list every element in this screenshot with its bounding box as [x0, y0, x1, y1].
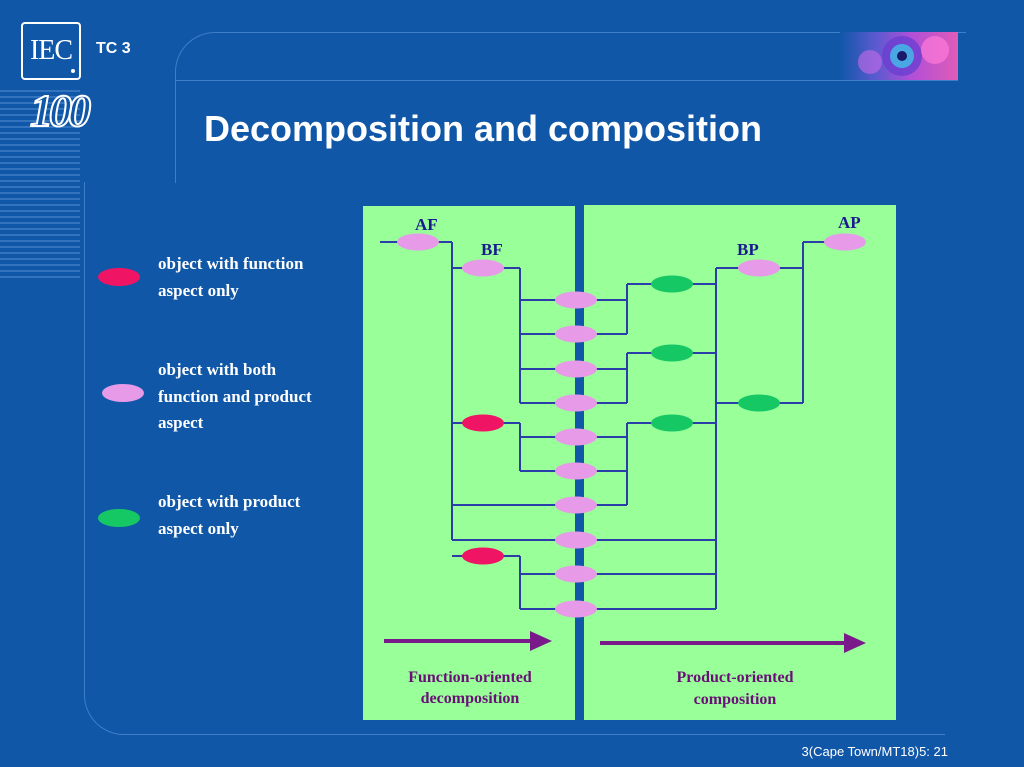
- node-product: [651, 275, 693, 293]
- node-bf: [462, 259, 504, 277]
- label-ap: AP: [838, 213, 861, 232]
- bottom-left-line-1: Function-oriented: [408, 669, 532, 686]
- header-art-shapes: [858, 36, 949, 76]
- node-product: [651, 344, 693, 362]
- page-title: Decomposition and composition: [204, 108, 763, 149]
- node-both: [555, 600, 597, 618]
- legend-product-line-1: object with product: [158, 492, 301, 511]
- legend-both-line-1: object with both: [158, 360, 277, 379]
- legend-text-function: object with function aspect only: [158, 251, 303, 304]
- node-af: [397, 233, 439, 251]
- legend-dot-function: [98, 268, 140, 286]
- node-both: [555, 428, 597, 446]
- legend-dot-both: [102, 384, 144, 402]
- bottom-right-line-1: Product-oriented: [676, 669, 793, 686]
- legend-function-line-2: aspect only: [158, 280, 239, 300]
- arrow-right: [600, 633, 866, 653]
- node-both: [555, 462, 597, 480]
- legend-text-product: object with product aspect only: [158, 489, 300, 542]
- label-af: AF: [415, 215, 438, 234]
- slide-footer: 3(Cape Town/MT18)5: 21: [801, 744, 948, 759]
- iec-logo: IEC: [21, 22, 81, 80]
- left-panel: [363, 206, 575, 720]
- logo-dot: [71, 69, 75, 73]
- legend-both-line-2: function and product: [158, 386, 312, 406]
- node-product: [651, 414, 693, 432]
- logo-text: IEC: [29, 35, 73, 66]
- node-both: [555, 360, 597, 378]
- legend-product-line-2: aspect only: [158, 518, 239, 538]
- node-function: [462, 414, 504, 432]
- node-both: [555, 291, 597, 309]
- node-function: [462, 547, 504, 565]
- node-product: [738, 394, 780, 412]
- node-both: [555, 531, 597, 549]
- legend-dot-product: [98, 509, 140, 527]
- legend-text-both: object with both function and product as…: [158, 357, 312, 437]
- node-ap: [824, 233, 866, 251]
- node-both: [555, 565, 597, 583]
- header-decorative-image: [840, 32, 958, 80]
- arrow-left: [384, 631, 552, 651]
- label-bf: BF: [481, 240, 503, 259]
- bottom-left-line-2: decomposition: [421, 690, 520, 707]
- label-bp: BP: [737, 240, 759, 259]
- node-bp: [738, 259, 780, 277]
- tc-label: TC 3: [96, 40, 131, 57]
- legend-both-line-3: aspect: [158, 413, 204, 432]
- node-both: [555, 325, 597, 343]
- logo-stripes: [0, 90, 80, 280]
- center-divider: [575, 205, 584, 720]
- bottom-right-line-2: composition: [694, 691, 777, 708]
- node-both: [555, 394, 597, 412]
- iec-100-logo: 100: [29, 85, 92, 136]
- node-both: [555, 496, 597, 514]
- legend-function-line-1: object with function: [158, 254, 304, 273]
